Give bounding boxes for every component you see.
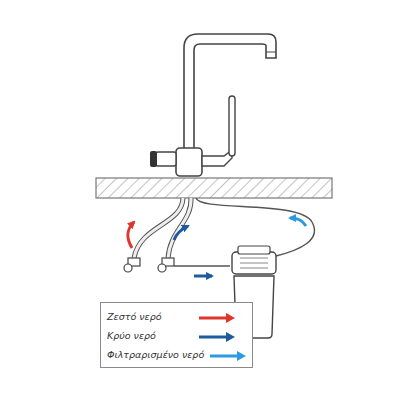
legend-label: Φιλτραρισμένο νερό: [107, 349, 204, 361]
legend-arrow: [208, 350, 248, 362]
legend-row: Φιλτραρισμένο νερό: [101, 347, 252, 365]
legend-arrow: [197, 312, 237, 324]
legend-label: Κρύο νερό: [107, 330, 156, 342]
legend-row: Ζεστό νερό: [101, 309, 241, 327]
legend-label: Ζεστό νερό: [107, 311, 162, 323]
legend-row: Κρύο νερό: [101, 328, 241, 346]
legend-arrow: [197, 331, 237, 343]
legend-box: Ζεστό νερόΚρύο νερόΦιλτραρισμένο νερό: [100, 302, 253, 368]
